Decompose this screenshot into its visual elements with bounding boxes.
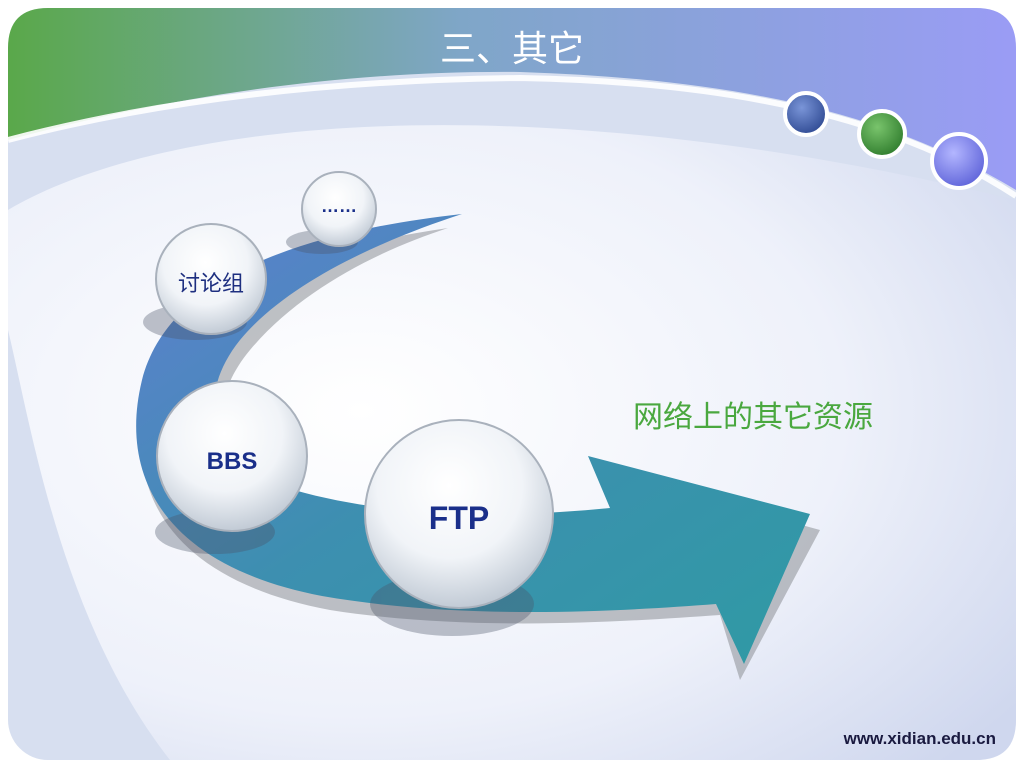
bubble-label-discussion: 讨论组 xyxy=(177,272,244,297)
bubble-discussion xyxy=(155,223,267,335)
bubble-more xyxy=(301,171,377,247)
blue-dot-icon xyxy=(783,91,829,137)
decor-dots xyxy=(783,91,988,190)
header-band xyxy=(8,8,1016,190)
purple-dot-icon xyxy=(930,132,988,190)
footer-url: www.xidian.edu.cn xyxy=(843,729,996,748)
bubble-label-ftp: FTP xyxy=(428,500,490,536)
green-dot-icon xyxy=(857,109,907,159)
slide-title: 三、其它 xyxy=(439,29,584,70)
curved-arrow xyxy=(136,214,810,664)
bubble-bbs xyxy=(156,380,308,532)
bubbles xyxy=(155,171,554,609)
bubble-label-bbs: BBS xyxy=(206,448,258,475)
bubble-label-more: …… xyxy=(321,196,357,216)
slide-subtitle: 网络上的其它资源 xyxy=(633,400,873,435)
bubble-ftp xyxy=(364,419,554,609)
